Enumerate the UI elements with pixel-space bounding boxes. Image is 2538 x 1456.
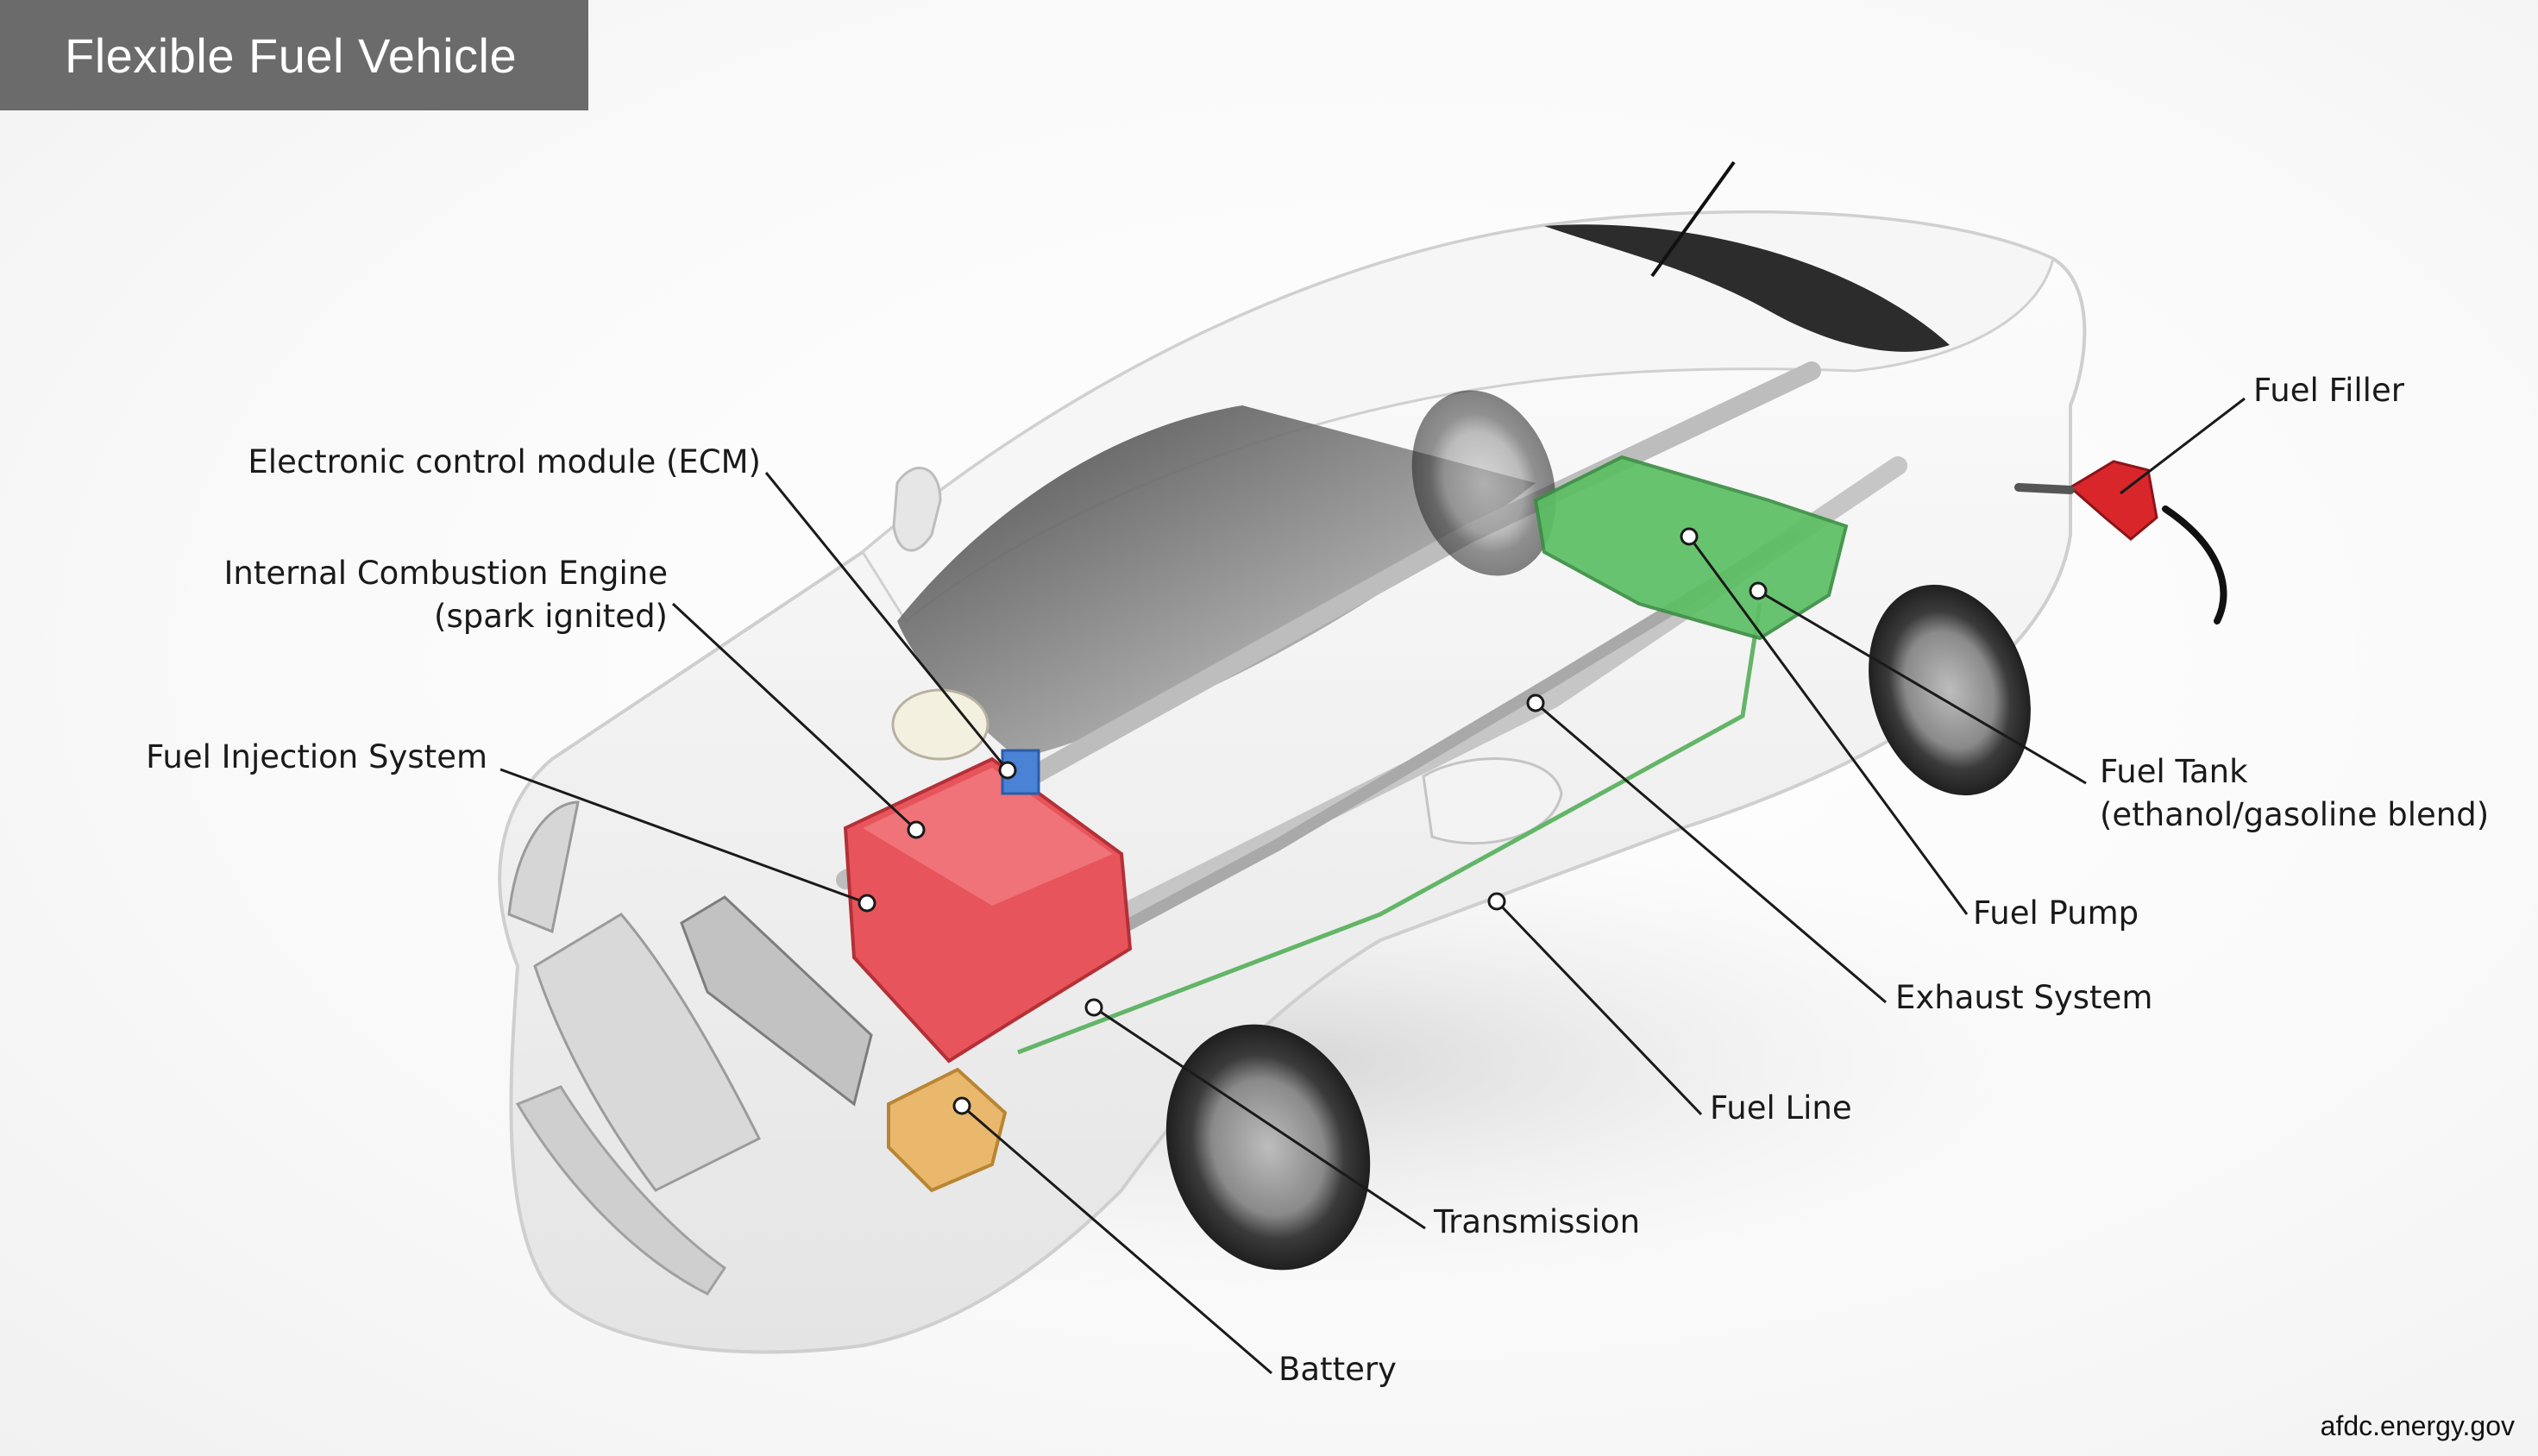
coolant-reservoir <box>891 688 989 761</box>
leader-line-fuel-filler <box>2120 397 2246 495</box>
leader-line-exhaust <box>1535 701 1887 1004</box>
leader-line-fuel-pump <box>1687 536 1969 915</box>
lower-grille <box>515 1085 727 1296</box>
label-battery: Battery <box>1278 1348 1397 1391</box>
front-wheel <box>1165 1024 1371 1271</box>
label-fuel-filler: Fuel Filler <box>2253 369 2404 412</box>
leader-dot-exhaust <box>1526 693 1545 712</box>
page-title: Flexible Fuel Vehicle <box>65 28 518 83</box>
label-engine-text: Internal Combustion Engine <box>223 555 668 592</box>
right-mirror <box>1422 757 1563 845</box>
fuel-tank-unit <box>1533 455 1849 641</box>
label-fuel-filler-text: Fuel Filler <box>2253 372 2404 409</box>
battery-unit <box>887 1067 1008 1193</box>
leader-dot-fuel-pump <box>1680 527 1699 546</box>
label-ecm: Electronic control module (ECM) <box>248 441 761 484</box>
fuel-line <box>1017 603 1762 1055</box>
antenna <box>1650 160 1736 278</box>
label-exhaust-text: Exhaust System <box>1895 979 2153 1016</box>
rear-left-wheel <box>1411 390 1556 576</box>
title-bar: Flexible Fuel Vehicle <box>0 0 588 110</box>
leader-lines <box>499 397 2246 1375</box>
label-fuel-line-text: Fuel Line <box>1710 1089 1852 1127</box>
label-fuel-line: Fuel Line <box>1710 1087 1852 1130</box>
leader-line-fuel-line <box>1495 900 1703 1116</box>
label-injection-text: Fuel Injection System <box>146 738 487 775</box>
leader-line-engine <box>671 602 918 832</box>
source-credit: afdc.energy.gov <box>2320 1410 2515 1441</box>
leader-line-ecm <box>764 472 1009 771</box>
label-fuel-tank-text: Fuel Tank <box>2100 753 2248 790</box>
label-injection: Fuel Injection System <box>146 736 487 779</box>
label-engine-subtext: (spark ignited) <box>434 598 668 635</box>
left-mirror <box>892 467 942 552</box>
label-battery-text: Battery <box>1278 1351 1397 1388</box>
label-ecm-text: Electronic control module (ECM) <box>248 443 761 480</box>
rear-window <box>1544 224 1950 352</box>
leader-line-fuel-tank <box>1757 589 2087 785</box>
headlight <box>507 800 580 934</box>
leader-line-injection <box>499 768 868 905</box>
label-fuel-tank-subtext: (ethanol/gasoline blend) <box>2100 796 2490 833</box>
engine-top <box>863 768 1113 906</box>
leader-dot-engine <box>907 820 926 839</box>
windshield <box>897 405 1536 759</box>
front-grille <box>533 913 762 1192</box>
leader-dot-battery <box>952 1096 971 1115</box>
leader-dot-injection <box>858 894 876 913</box>
leader-line-battery <box>961 1104 1272 1375</box>
leader-dot-ecm <box>998 761 1017 780</box>
label-transmission: Transmission <box>1434 1201 1640 1244</box>
label-transmission-text: Transmission <box>1434 1203 1641 1240</box>
rear-wheel <box>1869 584 2031 796</box>
label-fuel-pump-text: Fuel Pump <box>1973 894 2139 932</box>
leader-dot-fuel-line <box>1487 892 1506 911</box>
label-fuel-tank: Fuel Tank (ethanol/gasoline blend) <box>2100 750 2489 837</box>
leader-dot-transmission <box>1084 998 1103 1017</box>
label-fuel-pump: Fuel Pump <box>1973 892 2139 935</box>
radiator <box>680 895 873 1107</box>
leader-dot-fuel-tank <box>1749 581 1768 600</box>
leader-line-transmission <box>1093 1006 1426 1230</box>
label-engine: Internal Combustion Engine (spark ignite… <box>223 552 668 638</box>
label-exhaust: Exhaust System <box>1895 976 2152 1020</box>
